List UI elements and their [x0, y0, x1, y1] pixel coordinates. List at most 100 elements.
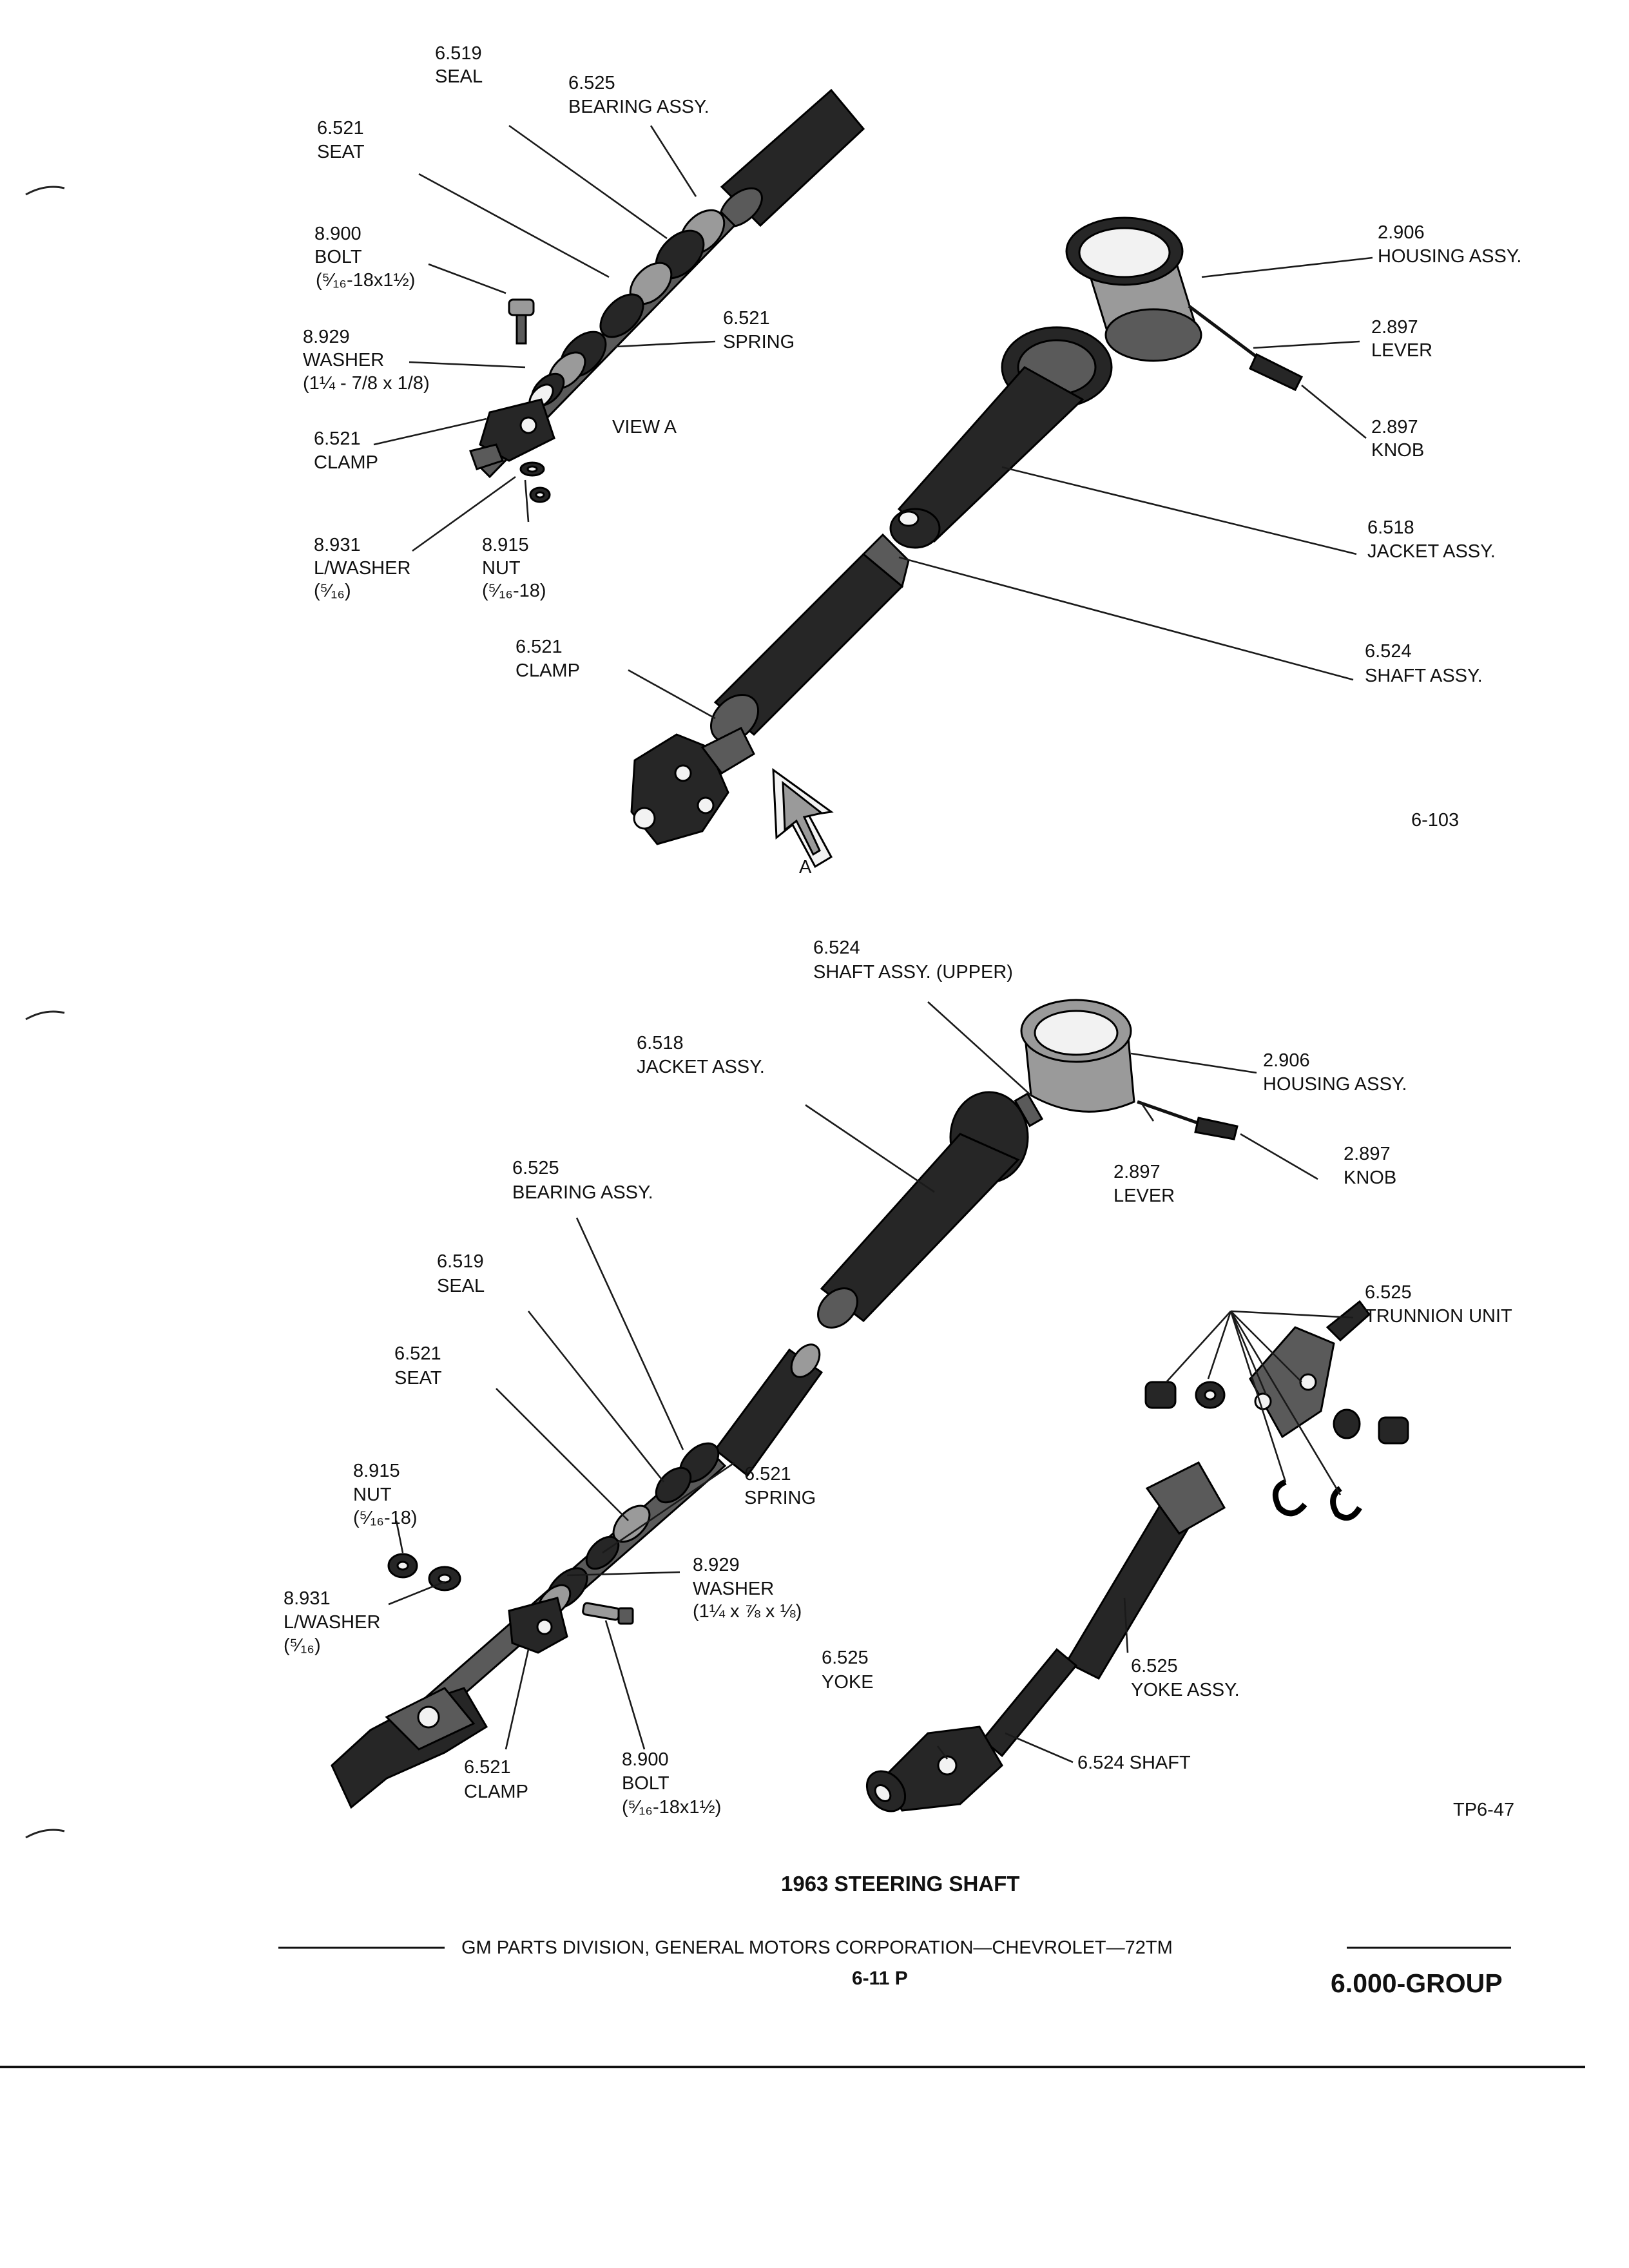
- svg-text:8.915: 8.915: [353, 1461, 400, 1481]
- footer-page: 6-11 P: [852, 1968, 908, 1989]
- callout-lever: 2.897 LEVER: [1371, 317, 1432, 361]
- top-clamp: [469, 398, 555, 470]
- svg-text:(1¼ x ⅞ x ⅛): (1¼ x ⅞ x ⅛): [693, 1601, 802, 1622]
- svg-text:(⁵⁄₁₆): (⁵⁄₁₆): [314, 581, 351, 601]
- top-leader-lines: [373, 124, 1373, 720]
- callout-seat: 6.521 SEAT: [394, 1343, 442, 1389]
- top-labels: 6.519 SEAL 6.525 BEARING ASSY. 6.521 SEA…: [303, 43, 1522, 878]
- punch-marks: [25, 186, 65, 1839]
- bottom-nut-washer: [387, 1553, 461, 1591]
- callout-yoke-assy: 6.525 YOKE ASSY.: [1131, 1656, 1240, 1700]
- bottom-housing: [1020, 999, 1239, 1140]
- svg-text:CLAMP: CLAMP: [314, 452, 378, 473]
- top-bolt: [508, 298, 535, 345]
- callout-jacket: 6.518 JACKET ASSY.: [637, 1033, 765, 1077]
- svg-text:6.519: 6.519: [437, 1251, 484, 1272]
- svg-text:6.521: 6.521: [464, 1757, 511, 1778]
- svg-text:HOUSING ASSY.: HOUSING ASSY.: [1263, 1074, 1407, 1095]
- svg-text:BEARING ASSY.: BEARING ASSY.: [568, 97, 709, 117]
- svg-text:6.521: 6.521: [394, 1343, 441, 1364]
- svg-text:BOLT: BOLT: [314, 247, 362, 267]
- svg-text:8.931: 8.931: [314, 535, 361, 555]
- footer: GM PARTS DIVISION, GENERAL MOTORS CORPOR…: [0, 1937, 1585, 2068]
- svg-text:L/WASHER: L/WASHER: [284, 1612, 380, 1633]
- bottom-clamp: [508, 1597, 568, 1654]
- svg-text:SEAT: SEAT: [394, 1368, 442, 1389]
- svg-text:CLAMP: CLAMP: [464, 1782, 528, 1802]
- svg-text:6.524: 6.524: [813, 937, 860, 958]
- svg-text:JACKET ASSY.: JACKET ASSY.: [637, 1057, 765, 1077]
- svg-text:SHAFT ASSY. (UPPER): SHAFT ASSY. (UPPER): [813, 962, 1013, 983]
- top-coupling: [630, 726, 755, 845]
- svg-text:6.525: 6.525: [1365, 1282, 1412, 1303]
- svg-text:6.525: 6.525: [512, 1158, 559, 1178]
- svg-text:6.519: 6.519: [435, 43, 482, 64]
- svg-text:8.915: 8.915: [482, 535, 529, 555]
- svg-text:WASHER: WASHER: [693, 1579, 774, 1599]
- svg-text:SEAL: SEAL: [435, 66, 483, 87]
- svg-text:SHAFT ASSY.: SHAFT ASSY.: [1365, 666, 1483, 686]
- svg-text:6.524: 6.524: [1365, 641, 1412, 662]
- bottom-trunnion: [1144, 1300, 1409, 1521]
- svg-text:8.931: 8.931: [284, 1588, 331, 1609]
- svg-text:2.897: 2.897: [1344, 1144, 1391, 1164]
- svg-text:SPRING: SPRING: [723, 332, 795, 352]
- callout-shaft: 6.524 SHAFT: [1077, 1753, 1191, 1773]
- svg-text:2.897: 2.897: [1371, 317, 1418, 338]
- svg-text:(⁵⁄₁₆-18): (⁵⁄₁₆-18): [482, 581, 546, 601]
- top-jacket: [889, 326, 1113, 549]
- callout-lwasher: 8.931 L/WASHER (⁵⁄₁₆): [284, 1588, 380, 1656]
- svg-text:6.525: 6.525: [1131, 1656, 1178, 1677]
- callout-seat: 6.521 SEAT: [317, 118, 365, 162]
- svg-text:NUT: NUT: [482, 558, 521, 579]
- callout-clamp: 6.521 CLAMP: [464, 1757, 528, 1802]
- callout-clamp-b: 6.521 CLAMP: [516, 637, 580, 681]
- svg-text:2.897: 2.897: [1371, 417, 1418, 437]
- svg-text:6.521: 6.521: [723, 308, 770, 329]
- svg-text:LEVER: LEVER: [1371, 340, 1432, 361]
- callout-bolt: 8.900 BOLT (⁵⁄₁₆-18x1½): [314, 224, 415, 291]
- svg-text:TRUNNION UNIT: TRUNNION UNIT: [1365, 1306, 1512, 1327]
- svg-text:6.521: 6.521: [314, 428, 361, 449]
- svg-text:2.906: 2.906: [1378, 222, 1425, 243]
- diagram-bottom: 6.524 SHAFT ASSY. (UPPER) 6.518 JACKET A…: [284, 937, 1514, 1820]
- svg-text:6.521: 6.521: [744, 1464, 791, 1485]
- top-column-tube: [719, 88, 865, 228]
- svg-text:WASHER: WASHER: [303, 350, 384, 370]
- callout-housing: 2.906 HOUSING ASSY.: [1263, 1050, 1407, 1095]
- svg-text:2.897: 2.897: [1113, 1162, 1161, 1182]
- svg-text:KNOB: KNOB: [1371, 440, 1424, 461]
- svg-text:NUT: NUT: [353, 1485, 392, 1505]
- footer-group: 6.000-GROUP: [1331, 1968, 1503, 1998]
- svg-text:YOKE: YOKE: [822, 1672, 874, 1693]
- svg-text:BEARING ASSY.: BEARING ASSY.: [512, 1182, 653, 1203]
- svg-text:CLAMP: CLAMP: [516, 660, 580, 681]
- svg-text:6.518: 6.518: [637, 1033, 684, 1053]
- callout-bearing: 6.525 BEARING ASSY.: [568, 73, 709, 117]
- callout-lever: 2.897 LEVER: [1113, 1162, 1175, 1206]
- callout-shaft: 6.524 SHAFT ASSY.: [1365, 641, 1483, 686]
- callout-bearing: 6.525 BEARING ASSY.: [512, 1158, 653, 1203]
- callout-nut: 8.915 NUT (⁵⁄₁₆-18): [482, 535, 546, 601]
- svg-text:(⁵⁄₁₆-18x1½): (⁵⁄₁₆-18x1½): [316, 270, 415, 291]
- top-housing: [1065, 216, 1202, 362]
- svg-text:BOLT: BOLT: [622, 1773, 670, 1794]
- view-a-label: VIEW A: [612, 417, 677, 437]
- top-nut-washer: [519, 461, 551, 503]
- bottom-labels: 6.524 SHAFT ASSY. (UPPER) 6.518 JACKET A…: [284, 937, 1514, 1820]
- callout-nut: 8.915 NUT (⁵⁄₁₆-18): [353, 1461, 418, 1528]
- callout-knob: 2.897 KNOB: [1371, 417, 1424, 461]
- callout-washer: 8.929 WASHER (1¼ - 7/8 x 1/8): [303, 327, 430, 394]
- bottom-lower-yoke: [331, 1687, 488, 1809]
- bottom-leader-lines: [388, 1001, 1354, 1763]
- svg-text:HOUSING ASSY.: HOUSING ASSY.: [1378, 246, 1522, 267]
- svg-text:SEAL: SEAL: [437, 1276, 485, 1296]
- figure-code-bottom: TP6-47: [1453, 1800, 1514, 1820]
- callout-spring: 6.521 SPRING: [723, 308, 795, 352]
- svg-text:(⁵⁄₁₆): (⁵⁄₁₆): [284, 1635, 321, 1656]
- svg-text:6.525: 6.525: [822, 1648, 869, 1668]
- callout-seal: 6.519 SEAL: [437, 1251, 485, 1296]
- svg-text:(1¼ - 7/8 x 1/8): (1¼ - 7/8 x 1/8): [303, 373, 430, 394]
- svg-text:8.929: 8.929: [303, 327, 350, 347]
